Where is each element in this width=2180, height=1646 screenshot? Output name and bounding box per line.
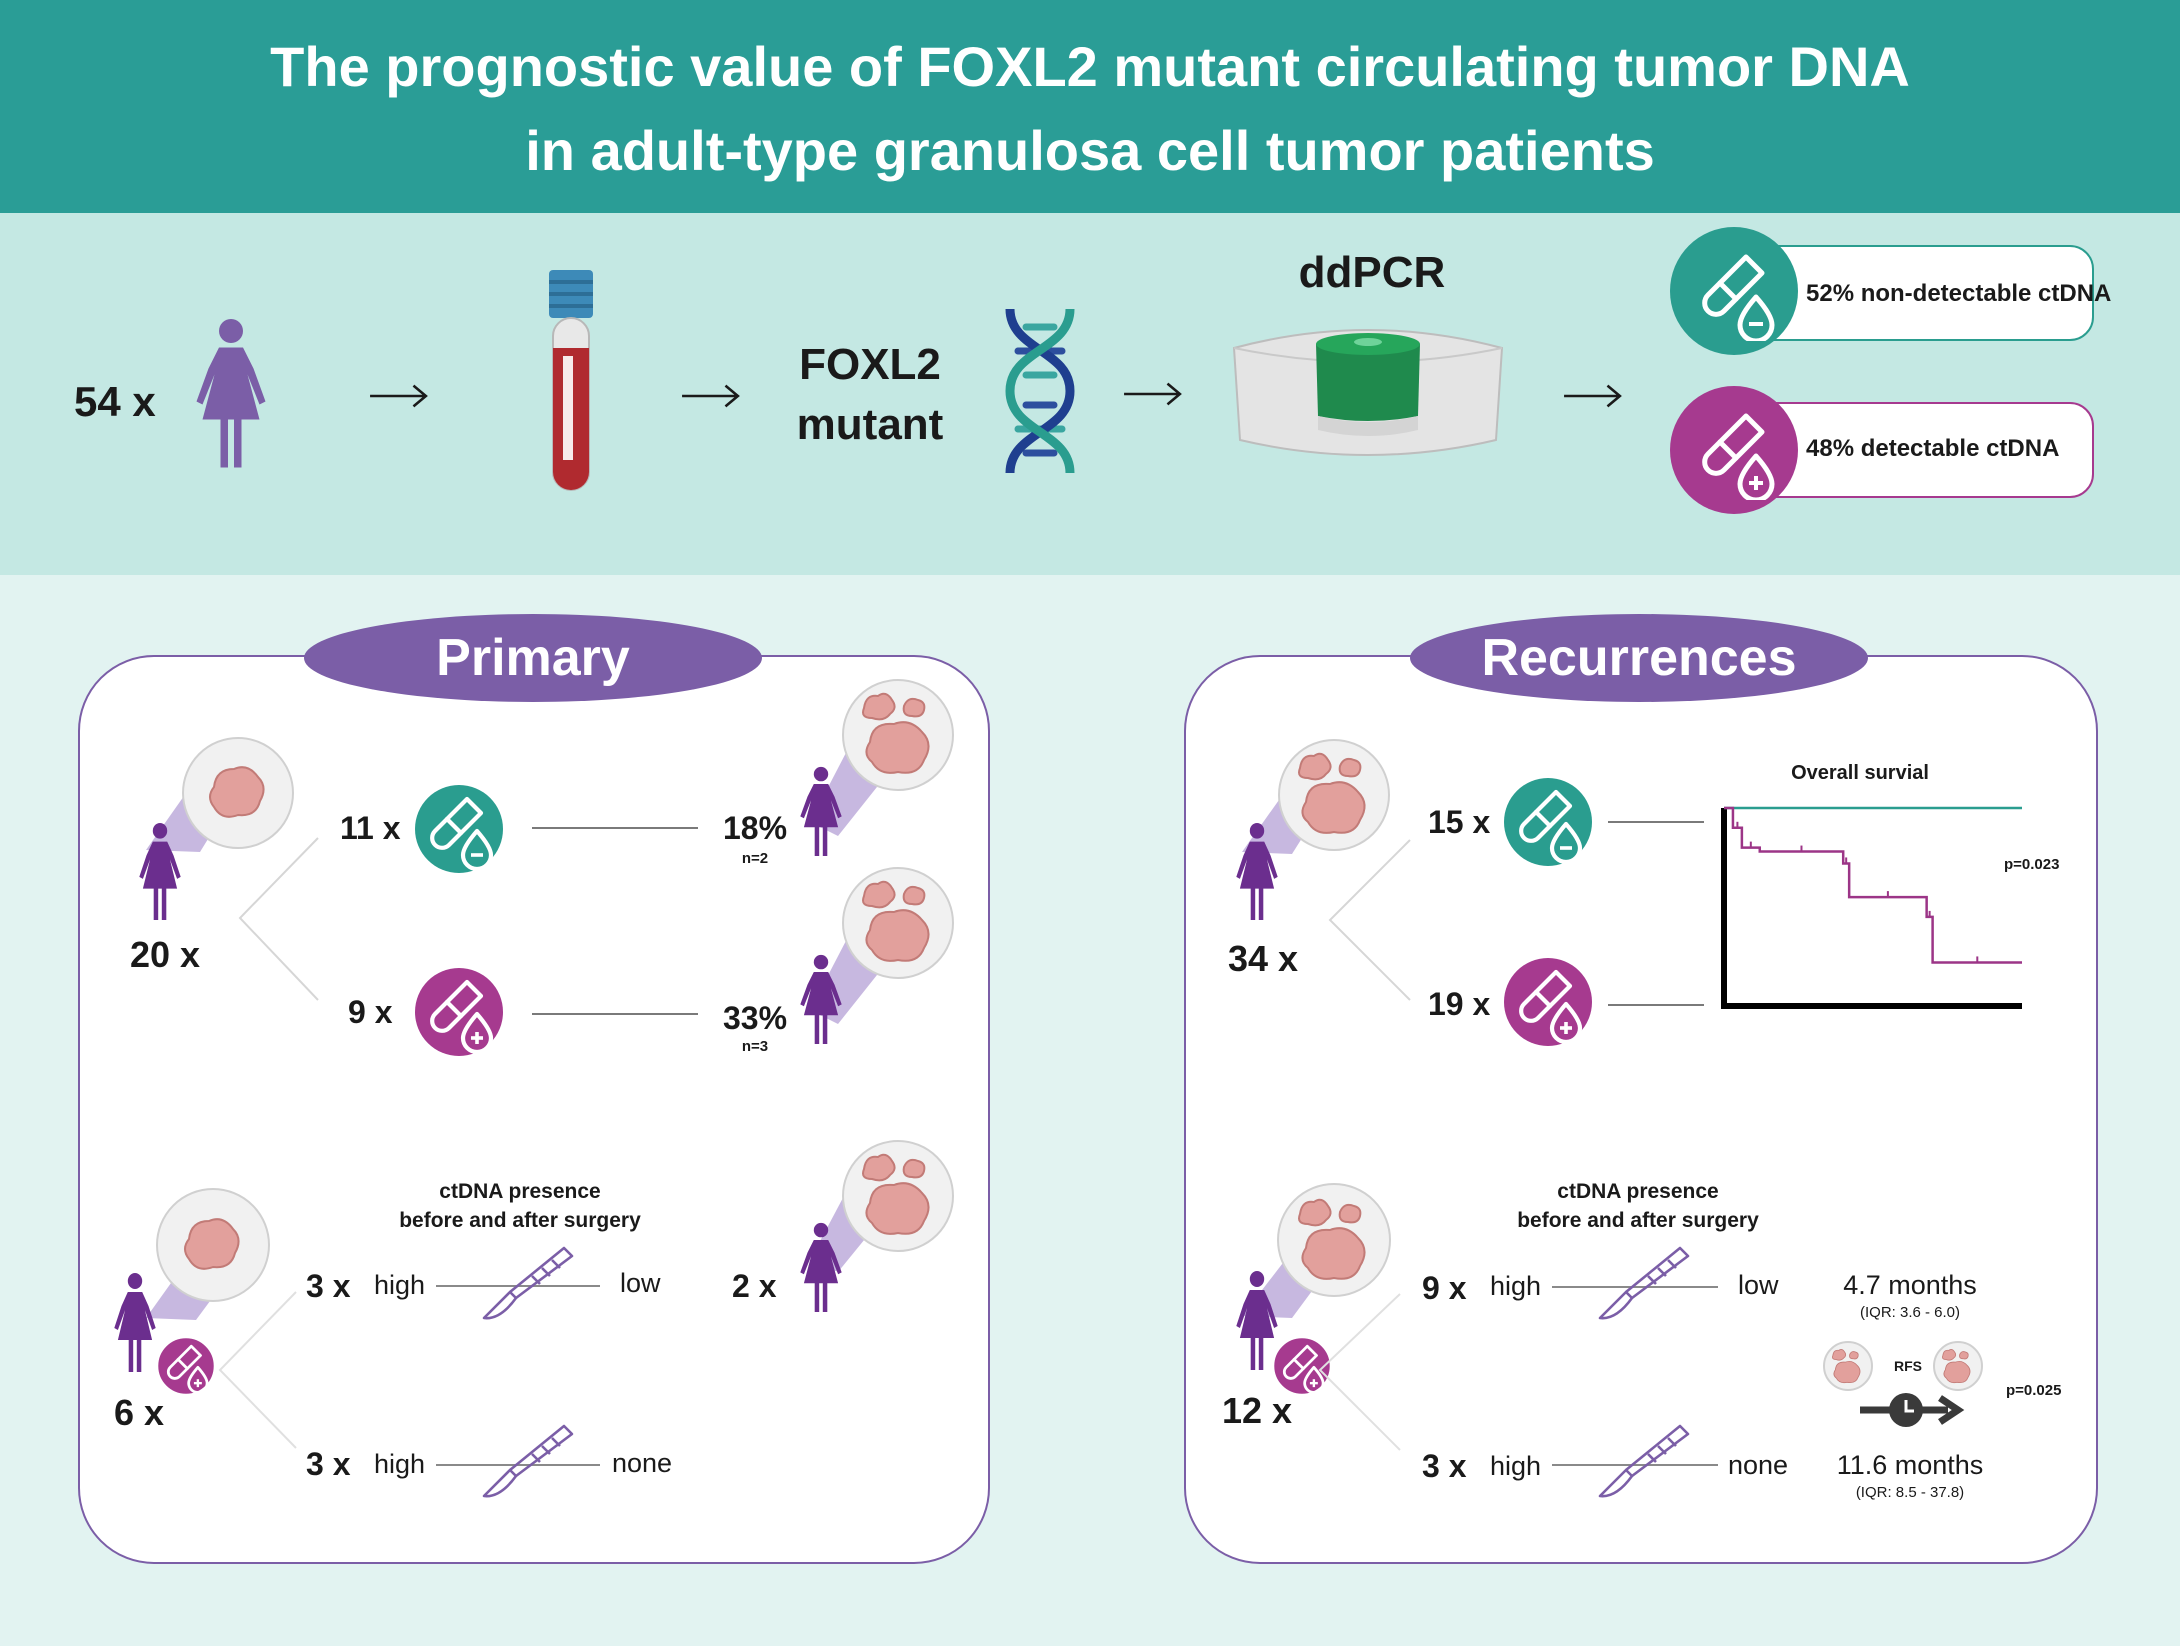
- recurrences-row1-iqr: (IQR: 3.6 - 6.0): [1859, 1304, 1961, 1321]
- chart-title: Overall survial: [1791, 762, 1929, 784]
- title-line-2: in adult-type granulosa cell tumor patie…: [525, 119, 1655, 182]
- dna-icon: [1005, 308, 1075, 474]
- recurrences-surgery-total: 12 x: [1222, 1390, 1293, 1431]
- recurrences-surgery-heading-2: before and after surgery: [1517, 1209, 1759, 1232]
- primary-pos-pct: 33%: [722, 1000, 788, 1036]
- recurrences-row2-months: 11.6 months: [1836, 1450, 1984, 1480]
- recurrences-row2-iqr: (IQR: 8.5 - 37.8): [1855, 1484, 1965, 1501]
- primary-surgery-heading: ctDNA presence: [439, 1180, 601, 1203]
- primary-panel: [78, 655, 990, 1564]
- primary-row2-before: high: [374, 1449, 426, 1479]
- method-label: ddPCR: [1298, 248, 1446, 297]
- recurrences-row2-count: 3 x: [1422, 1448, 1467, 1484]
- rfs-label: RFS: [1894, 1358, 1922, 1374]
- outcome-negative-label: 52% non-detectable ctDNA: [1806, 280, 2112, 307]
- mutation-label: FOXL2: [799, 340, 941, 389]
- arrow-icon: [1564, 384, 1622, 408]
- primary-row1-result: 2 x: [732, 1268, 777, 1304]
- primary-surgery-heading-2: before and after surgery: [399, 1209, 641, 1232]
- primary-surgery-total: 6 x: [114, 1392, 165, 1433]
- recurrences-surgery-heading: ctDNA presence: [1557, 1180, 1719, 1203]
- primary-row2-after: none: [612, 1448, 673, 1478]
- blood-tube-icon: [549, 270, 593, 491]
- ddpcr-machine-icon: [1232, 329, 1504, 456]
- patients-count: 54 x: [74, 378, 156, 425]
- recurrences-row1-after: low: [1738, 1270, 1779, 1300]
- arrow-icon: [1124, 382, 1182, 406]
- primary-title-pill: [304, 614, 762, 702]
- primary-neg-n: n=2: [741, 850, 769, 867]
- recurrences-pos-count: 19 x: [1428, 986, 1491, 1022]
- recurrences-total: 34 x: [1228, 938, 1299, 979]
- recurrences-neg-count: 15 x: [1428, 804, 1491, 840]
- recurrences-title-pill: [1410, 614, 1868, 702]
- title-line-1: The prognostic value of FOXL2 mutant cir…: [270, 35, 1910, 98]
- recurrences-panel: [1184, 655, 2098, 1564]
- arrow-icon: [682, 384, 740, 408]
- primary-neg-count: 11 x: [340, 810, 401, 846]
- primary-neg-pct: 18%: [722, 810, 788, 846]
- arrow-icon: [370, 384, 428, 408]
- primary-row1-count: 3 x: [306, 1268, 351, 1304]
- recurrences-row2-after: none: [1728, 1450, 1789, 1480]
- recurrences-row1-count: 9 x: [1422, 1270, 1467, 1306]
- tube-plus-icon: [1702, 413, 1775, 500]
- recurrences-row2-before: high: [1490, 1451, 1542, 1481]
- header-banner: [0, 0, 2180, 213]
- chart-p-value: p=0.023: [2004, 856, 2060, 873]
- recurrences-row1-before: high: [1490, 1271, 1542, 1301]
- primary-title: Primary: [436, 629, 630, 687]
- woman-icon: [196, 319, 266, 468]
- negative-tube-badge: [1670, 227, 1798, 355]
- primary-row1-after: low: [620, 1268, 661, 1298]
- recurrences-row1-months: 4.7 months: [1843, 1270, 1977, 1300]
- p-value-rfs: p=0.025: [2006, 1382, 2062, 1399]
- primary-row1-before: high: [374, 1270, 426, 1300]
- mutation-label-2: mutant: [796, 400, 944, 449]
- primary-row2-count: 3 x: [306, 1446, 351, 1482]
- tube-minus-icon: [1702, 254, 1775, 341]
- recurrences-title: Recurrences: [1481, 629, 1797, 687]
- primary-pos-count: 9 x: [348, 994, 393, 1030]
- positive-tube-badge: [1670, 386, 1798, 514]
- primary-total: 20 x: [130, 934, 201, 975]
- outcome-positive-label: 48% detectable ctDNA: [1806, 435, 2060, 462]
- primary-pos-n: n=3: [741, 1038, 769, 1055]
